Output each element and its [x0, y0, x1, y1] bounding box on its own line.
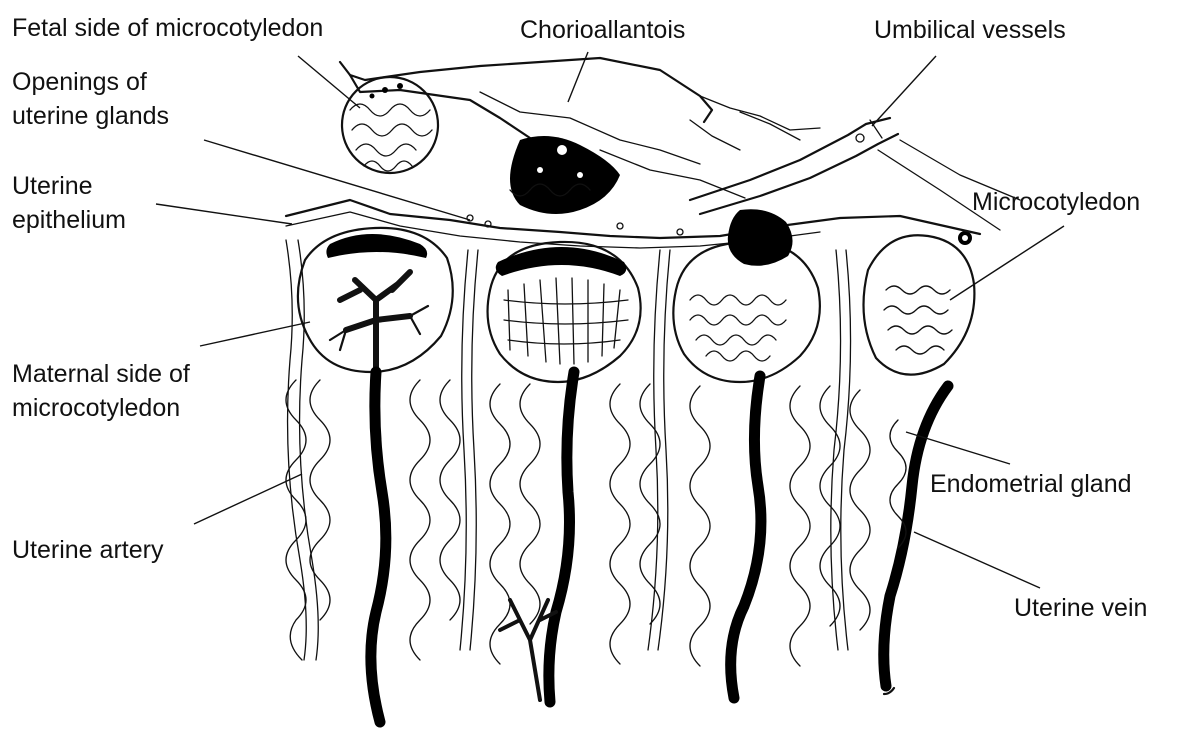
label-uterine-artery: Uterine artery	[12, 536, 164, 564]
label-openings-line2: uterine glands	[12, 102, 169, 130]
label-fetal-side: Fetal side of microcotyledon	[12, 14, 323, 42]
label-openings-line1: Openings of	[12, 68, 147, 96]
leader-uterine-epithelium	[156, 204, 292, 224]
uterine-veins	[371, 372, 948, 722]
illustration	[286, 58, 1020, 722]
microcotyledon-right	[864, 235, 975, 374]
labels: Fetal side of microcotyledon Chorioallan…	[12, 14, 1147, 622]
leader-uterine-vein	[914, 532, 1040, 588]
label-endometrial-gland: Endometrial gland	[930, 470, 1132, 498]
label-uterine-epithelium-line1: Uterine	[12, 172, 93, 200]
leader-maternal-side	[200, 322, 310, 346]
fetal-villous-tuft-center	[510, 136, 620, 214]
maternal-crypt-1	[298, 228, 453, 372]
maternal-crypt-2	[488, 242, 641, 382]
leader-uterine-artery	[194, 474, 302, 524]
label-umbilical-vessels: Umbilical vessels	[874, 16, 1066, 44]
label-maternal-side-line1: Maternal side of	[12, 360, 190, 388]
label-chorioallantois: Chorioallantois	[520, 16, 685, 44]
label-maternal-side-line2: microcotyledon	[12, 394, 180, 422]
leader-fetal-side	[298, 56, 360, 108]
label-microcotyledon: Microcotyledon	[972, 188, 1140, 216]
label-uterine-vein: Uterine vein	[1014, 594, 1147, 622]
leader-umbilical-vessels	[872, 56, 936, 126]
label-uterine-epithelium-line2: epithelium	[12, 206, 126, 234]
